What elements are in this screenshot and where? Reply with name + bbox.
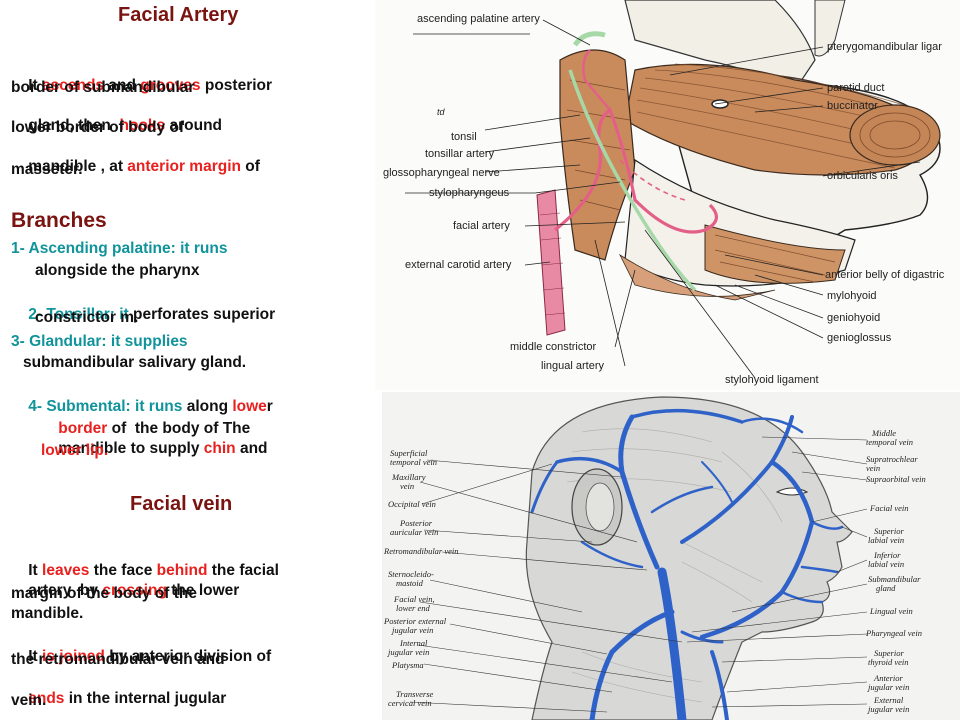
label-lingual-artery: lingual artery <box>541 360 604 372</box>
vein-line-6: the retromandibular vein and <box>11 651 225 668</box>
label-orbicularis-oris: orbicularis oris <box>827 170 898 182</box>
label-middle-constrictor: middle constrictor <box>510 341 597 353</box>
label-occipital-vein: Occipital vein <box>388 499 436 509</box>
label-supraorbital-vein: Supraorbital vein <box>866 474 926 484</box>
label-superior-thyroid-2: thyroid vein <box>868 657 909 667</box>
label-supratrochlear-2: vein <box>866 463 880 473</box>
branch-4-line-c: mandible to supply chin and <box>58 440 268 457</box>
label-stylopharyngeus: stylopharyngeus <box>429 187 510 199</box>
label-posterior-external-jugular-1: Posterior external <box>383 616 447 626</box>
label-submandibular-gland-1: Submandibular <box>868 574 921 584</box>
label-superior-labial-1: Superior <box>874 526 904 536</box>
label-superior-labial-2: labial vein <box>868 535 904 545</box>
label-inferior-labial-1: Inferior <box>873 550 901 560</box>
label-maxillary-vein-2: vein <box>400 481 414 491</box>
label-facial-artery: facial artery <box>453 220 510 232</box>
branch-1-line-a: 1- Ascending palatine: it runs <box>11 240 228 257</box>
label-sternocleidomastoid-1: Sternocleido- <box>388 569 434 579</box>
facial-vein-diagram: Superficial temporal vein Maxillary vein… <box>382 392 960 720</box>
label-transverse-cervical-2: cervical vein <box>388 698 432 708</box>
label-glossopharyngeal-nerve: glossopharyngeal nerve <box>383 167 500 179</box>
artery-line-5: mandible , at anterior margin of <box>28 158 260 175</box>
branches-title: Branches <box>11 209 107 232</box>
label-middle-temporal-2: temporal vein <box>866 437 913 447</box>
label-superior-thyroid-1: Superior <box>874 648 904 658</box>
artery-illustration: ascending palatine artery pterygomandibu… <box>383 0 945 386</box>
label-maxillary-vein-1: Maxillary <box>391 472 426 482</box>
label-inferior-labial-2: labial vein <box>868 559 904 569</box>
label-sternocleidomastoid-2: mastoid <box>396 578 424 588</box>
label-posterior-auricular-vein-1: Posterior <box>399 518 433 528</box>
vein-line-1: It leaves the face behind the facial <box>28 562 279 579</box>
label-internal-jugular-1: Internal <box>399 638 428 648</box>
artery-line-3: gland, then hooks around <box>28 117 223 134</box>
facial-artery-title: Facial Artery <box>118 4 239 26</box>
label-buccinator: buccinator <box>827 100 878 112</box>
label-supratrochlear-1: Supratrochlear <box>866 454 918 464</box>
label-superficial-temporal-vein-2: temporal vein <box>390 457 437 467</box>
label-anterior-belly-digastric: anterior belly of digastric <box>825 269 945 281</box>
label-stylohyoid-ligament: stylohyoid ligament <box>725 374 819 386</box>
vein-line-4: mandible. <box>11 605 84 622</box>
label-transverse-cervical-1: Transverse <box>396 689 434 699</box>
label-anterior-jugular-2: jugular vein <box>867 682 909 692</box>
label-pharyngeal-vein: Pharyngeal vein <box>865 628 922 638</box>
label-external-jugular-1: External <box>873 695 904 705</box>
vein-line-7: ends in the internal jugular <box>28 690 227 707</box>
branch-4-line-b: border of the body of The <box>58 420 251 437</box>
branch-3-line-b: submandibular salivary gland. <box>23 354 247 371</box>
label-pterygomandibular: pterygomandibular ligar <box>827 41 942 53</box>
label-tonsillar-artery: tonsillar artery <box>425 148 495 160</box>
facial-artery-diagram: ascending palatine artery pterygomandibu… <box>375 0 960 390</box>
artery-line-2: border of submandibular <box>11 79 195 96</box>
vein-line-5: It is joined by anterior division of <box>28 648 272 665</box>
label-submandibular-gland-2: gland <box>876 583 896 593</box>
label-middle-temporal-1: Middle <box>871 428 896 438</box>
label-posterior-external-jugular-2: jugular vein <box>391 625 433 635</box>
label-lingual-vein: Lingual vein <box>869 606 913 616</box>
branch-4-line-a: 4- Submental: it runs along lower <box>28 398 273 415</box>
label-ascending-palatine-artery: ascending palatine artery <box>417 13 540 25</box>
facial-vein-title: Facial vein <box>130 493 233 515</box>
label-genioglossus: genioglossus <box>827 332 892 344</box>
branch-3-line-a: 3- Glandular: it supplies <box>11 333 188 350</box>
label-external-carotid-artery: external carotid artery <box>405 259 512 271</box>
branch-2-line-b: constrictor m. <box>35 309 139 326</box>
vein-line-8: vein. <box>11 692 47 709</box>
label-platysma: Platysma <box>391 660 424 670</box>
label-internal-jugular-2: jugular vein <box>387 647 429 657</box>
label-facial-vein: Facial vein <box>869 503 908 513</box>
vein-line-2: artery by crossing the lower <box>28 582 240 599</box>
label-external-jugular-2: jugular vein <box>867 704 909 714</box>
label-geniohyoid: geniohyoid <box>827 312 880 324</box>
label-mylohyoid: mylohyoid <box>827 290 877 302</box>
vein-line-3: margin of the body of the <box>11 585 197 602</box>
artery-line-1: It ascends and grooves posterior <box>28 77 273 94</box>
label-superficial-temporal-vein-1: Superficial <box>390 448 428 458</box>
vein-illustration: Superficial temporal vein Maxillary vein… <box>383 396 926 720</box>
text-column: Facial Artery It ascends and grooves pos… <box>0 0 372 720</box>
label-tonsil: tonsil <box>451 131 477 143</box>
label-td: td <box>437 107 446 117</box>
artery-line-4: lower border of body of <box>11 119 185 136</box>
label-parotid-duct: parotid duct <box>827 82 884 94</box>
branch-2-line-a: 2- Tonsillar: it perforates superior <box>28 306 276 323</box>
label-facial-vein-lower-end-2: lower end <box>396 603 431 613</box>
branch-1-line-b: alongside the pharynx <box>35 262 200 279</box>
branch-4-line-d: lower lip. <box>41 442 109 459</box>
artery-line-6: masseter. <box>11 161 83 178</box>
label-anterior-jugular-1: Anterior <box>873 673 903 683</box>
label-facial-vein-lower-end-1: Facial vein, <box>393 594 435 604</box>
label-posterior-auricular-vein-2: auricular vein <box>390 527 438 537</box>
label-retromandibular-vein: Retromandibular vein <box>383 546 459 556</box>
